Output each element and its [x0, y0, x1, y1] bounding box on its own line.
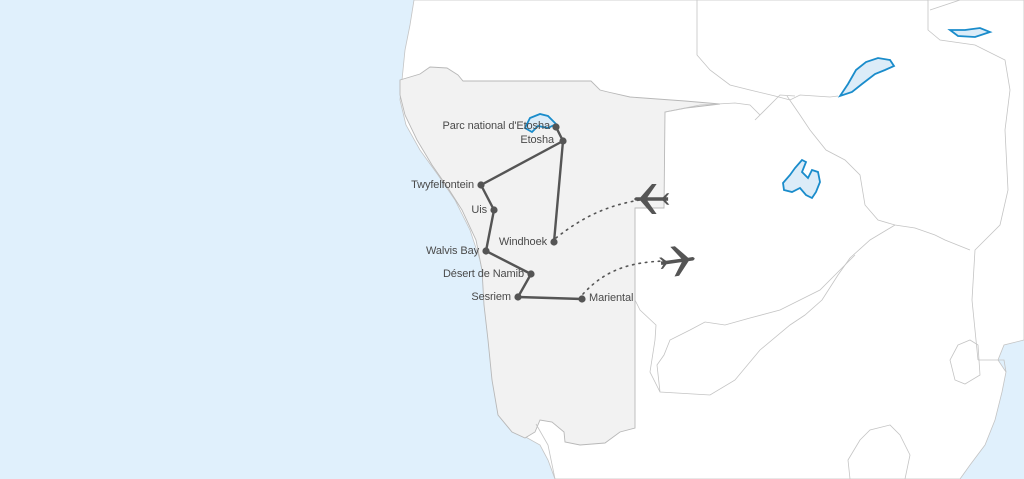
stop-marker-uis[interactable] [490, 206, 498, 214]
stop-label-etosha: Etosha [520, 134, 554, 146]
lake-cahora-bassa [947, 27, 993, 38]
lake-kariba [837, 57, 896, 98]
stop-marker-etosha[interactable] [559, 137, 567, 145]
airplane-icon [634, 184, 670, 214]
stop-marker-twyfelfontein[interactable] [477, 181, 485, 189]
stop-label-walvis-bay: Walvis Bay [426, 245, 479, 257]
route-stops [477, 123, 586, 303]
lakes [523, 27, 993, 200]
lake-okavango [782, 158, 821, 200]
country-namibia[interactable] [399, 66, 721, 446]
stop-label-windhoek: Windhoek [498, 236, 547, 248]
stop-label-etosha-park: Parc national d'Etosha [442, 120, 550, 132]
stop-label-namib-desert: Désert de Namib [442, 268, 524, 280]
stop-label-uis: Uis [471, 204, 487, 216]
flight-paths [555, 199, 666, 295]
stop-label-sesriem: Sesriem [471, 291, 511, 303]
stop-marker-namib-desert[interactable] [527, 270, 535, 278]
stop-marker-etosha-park[interactable] [552, 123, 560, 131]
airplane-icon [659, 246, 695, 277]
stop-label-twyfelfontein: Twyfelfontein [411, 179, 474, 191]
stop-marker-windhoek[interactable] [550, 238, 558, 246]
country-borders [535, 0, 1011, 479]
stop-marker-mariental[interactable] [578, 295, 586, 303]
stop-marker-walvis-bay[interactable] [482, 247, 490, 255]
stop-label-mariental: Mariental [589, 292, 634, 304]
stop-marker-sesriem[interactable] [514, 293, 522, 301]
flight-path-windhoek [555, 199, 641, 239]
